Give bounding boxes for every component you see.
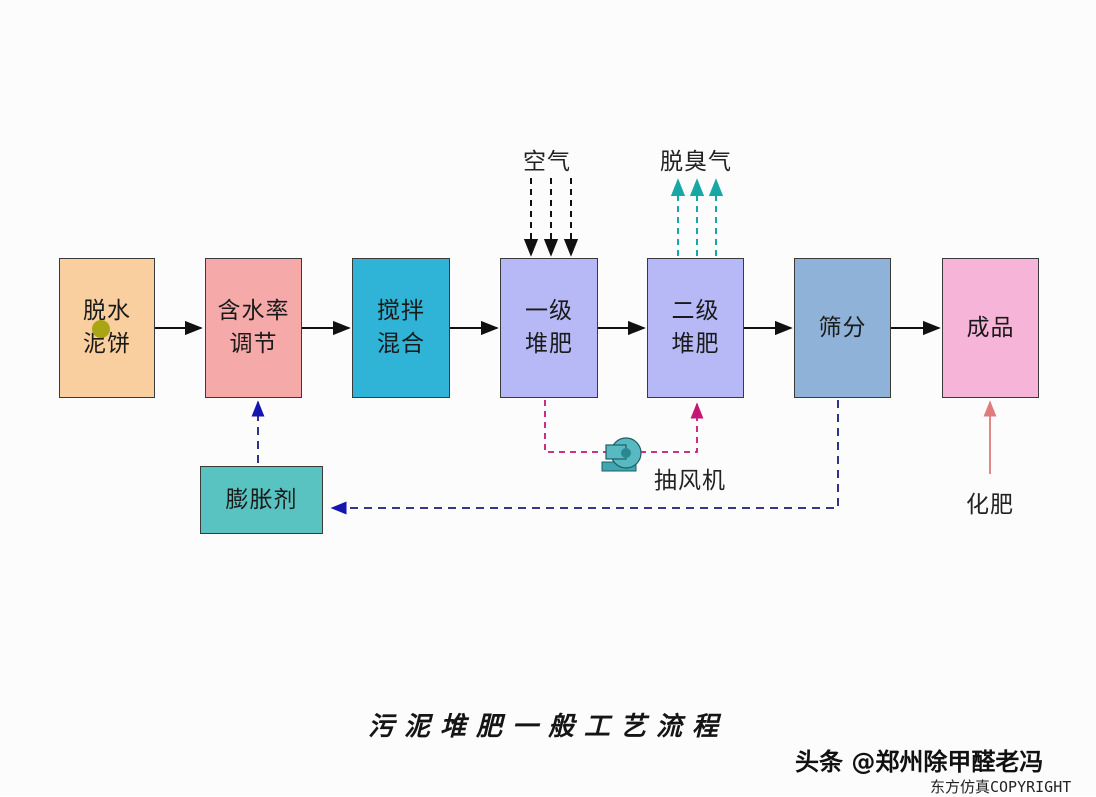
mixing-label: 搅拌 混合 <box>377 298 425 357</box>
deodorized-gas-label: 脱臭气 <box>660 149 732 175</box>
dewatered-cake-label: 脱水 泥饼 <box>83 298 131 357</box>
exhaust-fan-label: 抽风机 <box>654 468 726 494</box>
screening-box: 筛分 <box>794 258 891 398</box>
fertilizer-label: 化肥 <box>966 492 1014 518</box>
copyright-watermark: 东方仿真COPYRIGHT <box>930 778 1072 796</box>
secondary-compost-label: 二级 堆肥 <box>671 298 720 357</box>
finished-product-box: 成品 <box>942 258 1039 398</box>
moisture-adjust-label: 含水率 调节 <box>217 298 290 357</box>
bulking-agent-box: 膨胀剂 <box>200 466 323 534</box>
diagram-title: 污泥堆肥一般工艺流程 <box>367 712 728 742</box>
air-label: 空气 <box>523 149 571 175</box>
fan-loop-line <box>544 400 606 453</box>
marker-dot-icon <box>92 320 110 338</box>
primary-compost-label: 一级 堆肥 <box>525 298 573 357</box>
screening-label: 筛分 <box>818 314 867 341</box>
author-watermark: 头条 @郑州除甲醛老冯 <box>795 748 1044 776</box>
moisture-adjust-box: 含水率 调节 <box>205 258 302 398</box>
return-line <box>330 400 839 515</box>
fan-to-secondary-line <box>640 402 704 453</box>
finished-product-label: 成品 <box>966 314 1015 341</box>
primary-compost-box: 一级 堆肥 <box>500 258 598 398</box>
mixing-box: 搅拌 混合 <box>352 258 450 398</box>
secondary-compost-box: 二级 堆肥 <box>647 258 744 398</box>
blower-fan-icon <box>601 437 642 472</box>
bulking-agent-label: 膨胀剂 <box>225 486 298 513</box>
